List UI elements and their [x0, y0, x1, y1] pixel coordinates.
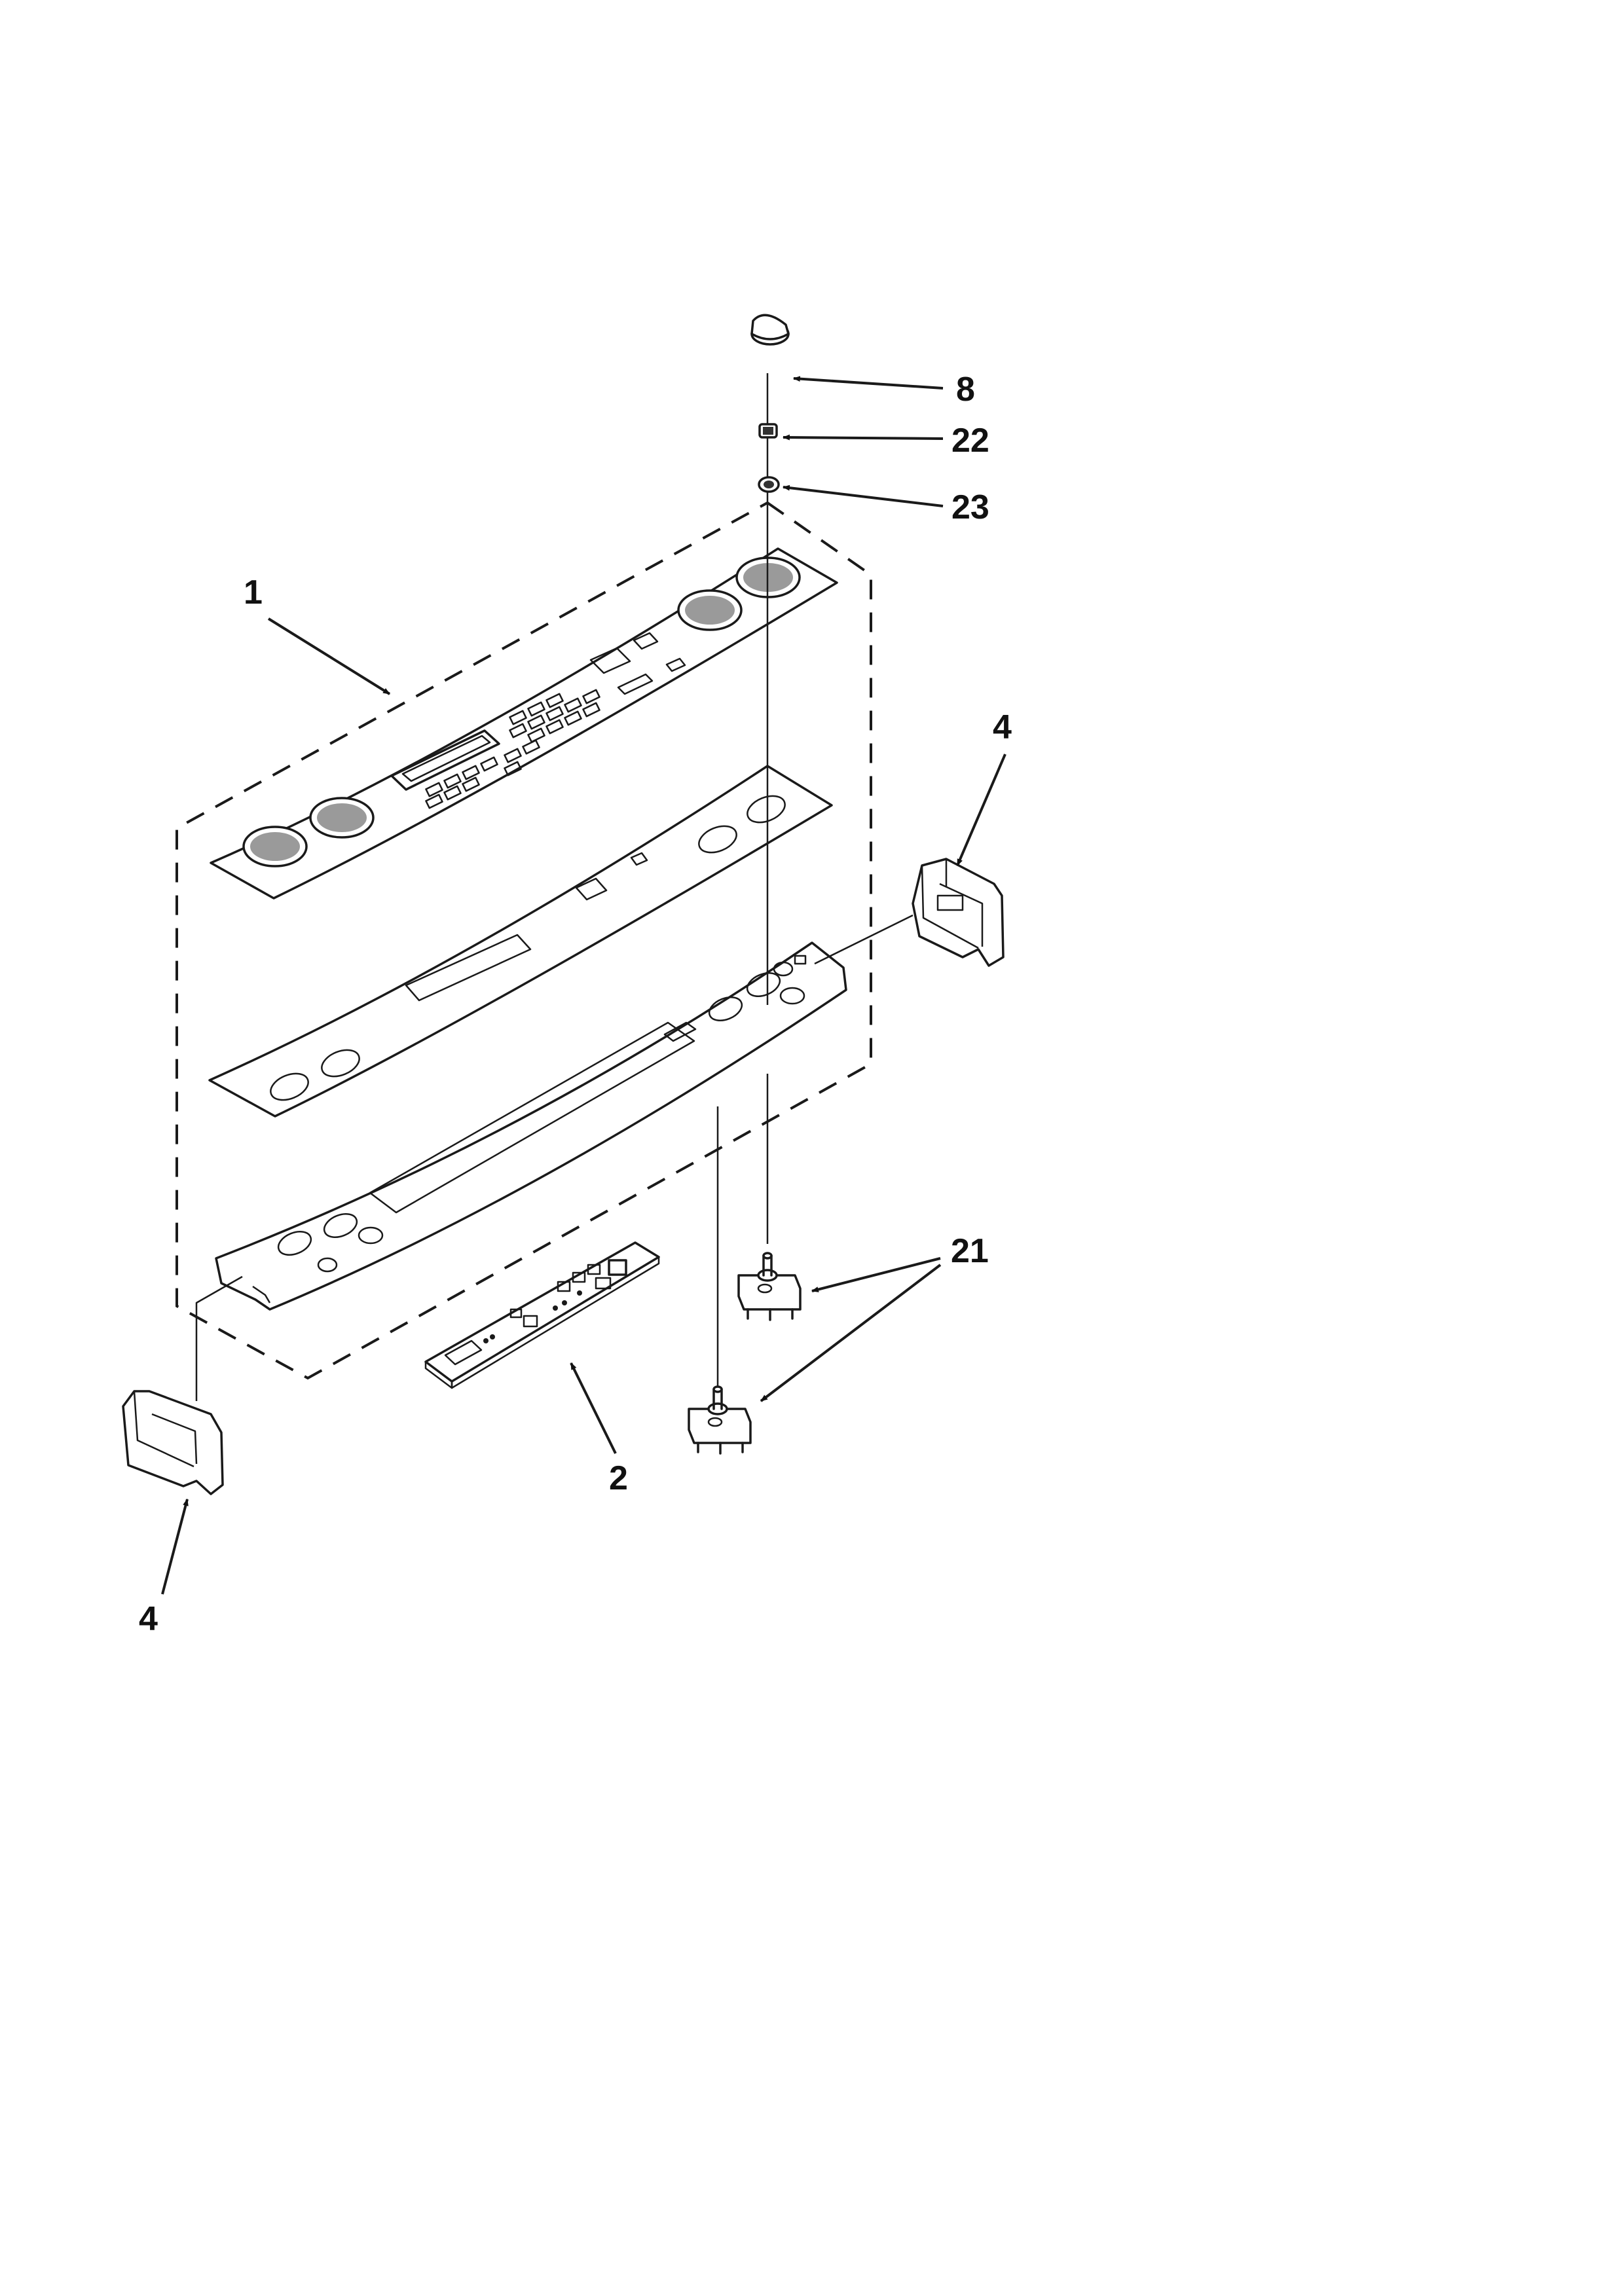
bracket-line-right — [814, 914, 913, 965]
electronic-control-board — [424, 1241, 660, 1389]
infinite-switch-upper — [737, 1252, 802, 1321]
callout-22: 22 — [951, 422, 989, 460]
overlay-burner-dial-left-1 — [242, 826, 308, 867]
callout-leader-21-upper — [811, 1257, 941, 1292]
callout-leader-22 — [782, 434, 944, 441]
callout-4-left: 4 — [139, 1600, 158, 1638]
overlay-display-window — [390, 729, 500, 791]
callout-leader-8 — [792, 376, 944, 390]
assembly-boundary — [175, 501, 872, 1380]
overlay-indicator-block — [589, 632, 686, 695]
callout-leader-4-left — [161, 1498, 189, 1595]
control-panel-spacer — [208, 765, 833, 1118]
end-cap-bracket-left — [122, 1390, 224, 1495]
callout-1: 1 — [244, 574, 263, 611]
knob-spring — [758, 423, 778, 439]
end-cap-bracket-right — [912, 858, 1005, 967]
control-console-tray — [215, 941, 847, 1311]
callout-leader-21-lower — [760, 1264, 942, 1402]
control-knob — [750, 314, 790, 346]
callout-leader-23 — [782, 484, 944, 507]
overlay-burner-dial-left-2 — [309, 797, 375, 839]
callout-leader-2 — [570, 1362, 617, 1454]
bracket-line-left — [195, 1275, 243, 1401]
callout-leader-1 — [267, 617, 391, 695]
callout-4-right: 4 — [993, 708, 1012, 746]
infinite-switch-lower — [688, 1385, 752, 1455]
callout-2: 2 — [609, 1459, 628, 1497]
callout-23: 23 — [951, 488, 989, 526]
overlay-keypad — [425, 689, 600, 809]
callout-8: 8 — [956, 371, 975, 409]
knob-washer — [758, 476, 780, 493]
control-panel-overlay — [210, 547, 838, 900]
callout-21: 21 — [951, 1232, 989, 1270]
overlay-burner-dial-right-1 — [677, 589, 743, 631]
callout-leader-4-right — [956, 754, 1006, 867]
